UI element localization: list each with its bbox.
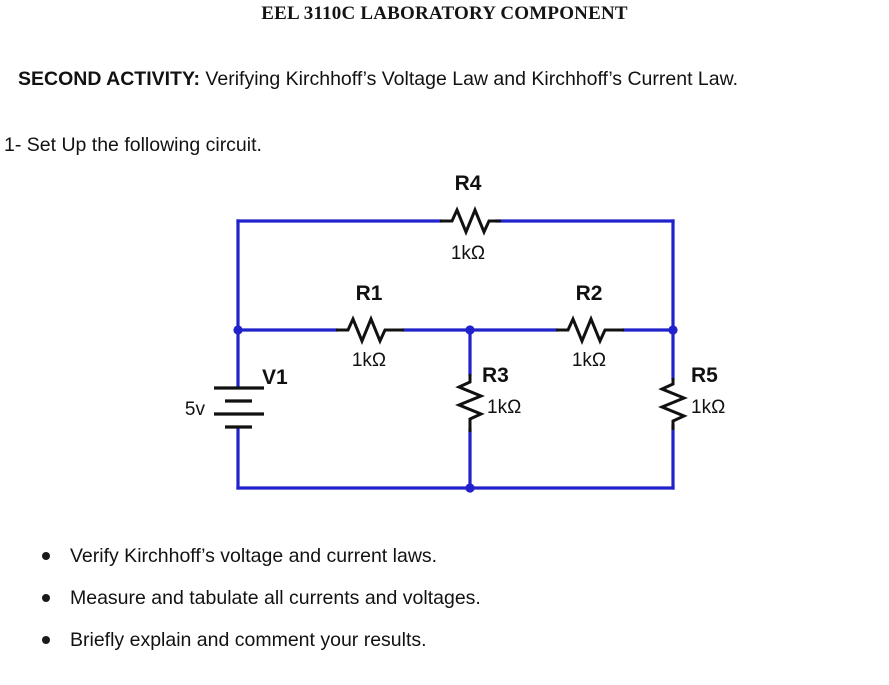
list-item: Verify Kirchhoff’s voltage and current l… [0, 538, 889, 580]
battery-v1-symbol [214, 386, 264, 429]
node-dot-center-bottom [465, 483, 475, 493]
circuit-nodes [233, 325, 678, 493]
list-item: Measure and tabulate all currents and vo… [0, 580, 889, 622]
resistor-r2-value: 1kΩ [572, 350, 606, 371]
bullet-point-icon [42, 552, 50, 560]
task-text: Verify Kirchhoff’s voltage and current l… [70, 545, 438, 567]
activity-label: SECOND ACTIVITY: [18, 68, 201, 90]
activity-heading: SECOND ACTIVITY: Verifying Kirchhoff’s V… [18, 68, 738, 91]
resistor-r1-symbol [336, 315, 404, 345]
node-dot-left-mid [233, 325, 243, 335]
step-instruction: 1- Set Up the following circuit. [4, 134, 262, 156]
task-list: Verify Kirchhoff’s voltage and current l… [0, 538, 889, 664]
task-text: Briefly explain and comment your results… [70, 629, 427, 651]
resistor-r4-designator: R4 [455, 172, 482, 195]
circuit-diagram: R4 1kΩ R1 1kΩ R2 1kΩ R3 1kΩ R5 1kΩ [0, 160, 889, 520]
resistor-r2-designator: R2 [576, 282, 603, 305]
resistor-r3-symbol [455, 374, 485, 432]
source-v1-designator: V1 [262, 366, 288, 389]
task-text: Measure and tabulate all currents and vo… [70, 587, 481, 609]
bullet-point-icon [42, 636, 50, 644]
resistor-r1-value: 1kΩ [352, 350, 386, 371]
node-dot-right-mid [668, 325, 678, 335]
source-v1-value: 5v [185, 399, 206, 420]
page-title: EEL 3110C LABORATORY COMPONENT [261, 3, 628, 24]
resistor-r2-symbol [556, 315, 624, 345]
circuit-wires [236, 219, 675, 490]
activity-description: Verifying Kirchhoff’s Voltage Law and Ki… [200, 68, 739, 90]
circuit-schematic-svg: R4 1kΩ R1 1kΩ R2 1kΩ R3 1kΩ R5 1kΩ [185, 172, 725, 493]
resistor-r5-value: 1kΩ [691, 397, 725, 418]
resistor-r4-symbol [440, 206, 501, 236]
resistor-r3-value: 1kΩ [487, 397, 521, 418]
resistor-r5-designator: R5 [691, 364, 718, 387]
resistor-r5-symbol [658, 378, 688, 430]
resistor-r1-designator: R1 [356, 282, 383, 305]
list-item: Briefly explain and comment your results… [0, 622, 889, 664]
resistor-r4-value: 1kΩ [451, 243, 485, 264]
node-dot-center-mid [465, 325, 475, 335]
resistor-r3-designator: R3 [482, 364, 509, 387]
bullet-point-icon [42, 594, 50, 602]
